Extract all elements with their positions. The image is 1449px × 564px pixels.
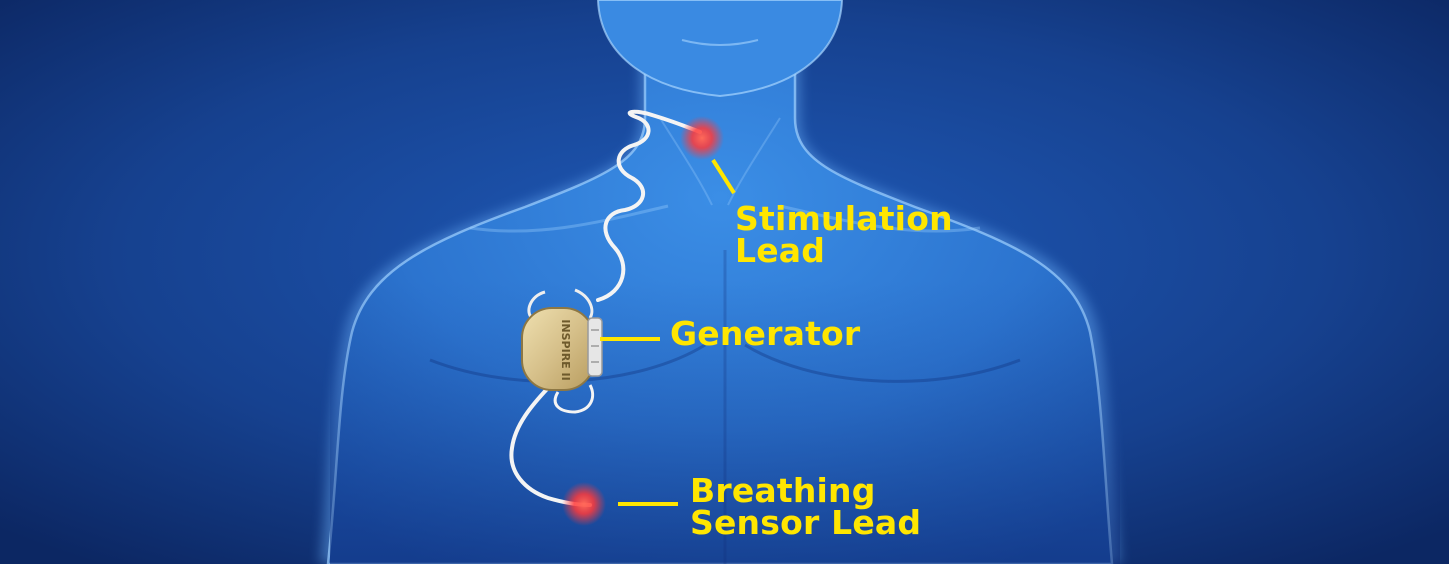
generator-label: Generator xyxy=(670,318,860,350)
breathing-sensor-marker xyxy=(562,482,606,526)
breathing-sensor-lead-label-line2: Sensor Lead xyxy=(690,507,921,539)
generator-label-text: Generator xyxy=(670,318,860,350)
stimulation-marker xyxy=(680,116,724,160)
stimulation-lead-label: Stimulation Lead xyxy=(735,203,953,267)
stimulation-lead-label-line2: Lead xyxy=(735,235,953,267)
device-brand-text: INSPIRE II xyxy=(559,319,572,380)
breathing-sensor-lead-label: Breathing Sensor Lead xyxy=(690,475,921,539)
